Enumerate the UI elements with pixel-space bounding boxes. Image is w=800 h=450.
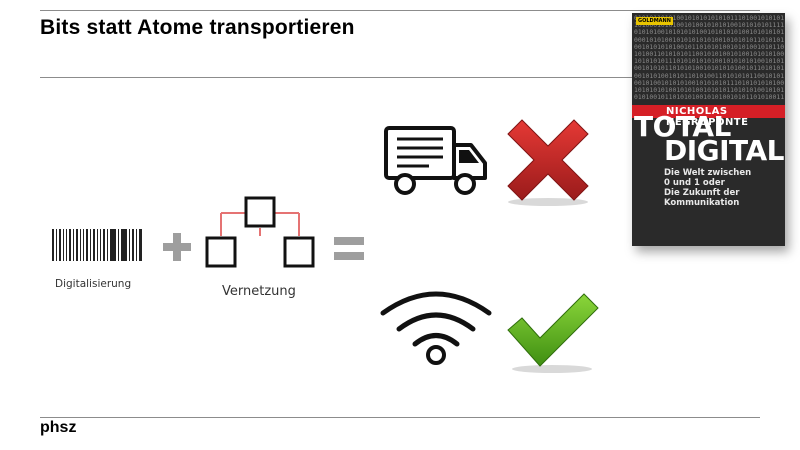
vernetzung-label: Vernetzung — [222, 284, 296, 299]
wifi-icon — [380, 291, 492, 365]
network-tree-icon — [205, 196, 315, 268]
header-top-rule — [40, 10, 760, 11]
green-checkmark-icon — [507, 293, 599, 373]
digitalisierung-label: Digitalisierung — [55, 278, 132, 290]
footer-brand: phsz — [40, 419, 77, 436]
book-author-band — [632, 105, 785, 118]
plus-operator-icon — [163, 233, 191, 261]
header-bottom-rule — [40, 77, 760, 78]
book-title-line-2: DIGITAL — [664, 134, 785, 167]
equals-operator-icon — [334, 237, 364, 260]
book-publisher: GOLDMANN — [636, 17, 673, 25]
delivery-truck-icon — [384, 126, 487, 195]
book-binary-pattern: 0101011010100101010101010111010010101011… — [634, 15, 785, 99]
book-author: NICHOLAS NEGROPONTE — [666, 106, 749, 128]
barcode-icon — [52, 229, 142, 261]
book-subtitle: Die Welt zwischen 0 und 1 oder Die Zukun… — [664, 168, 752, 208]
slide-title: Bits statt Atome transportieren — [40, 16, 355, 39]
red-cross-icon — [507, 119, 589, 206]
book-title-line-1: TOTAL — [634, 110, 731, 143]
book-cover: 0101011010100101010101010111010010101011… — [632, 13, 785, 246]
footer-rule — [40, 417, 760, 418]
